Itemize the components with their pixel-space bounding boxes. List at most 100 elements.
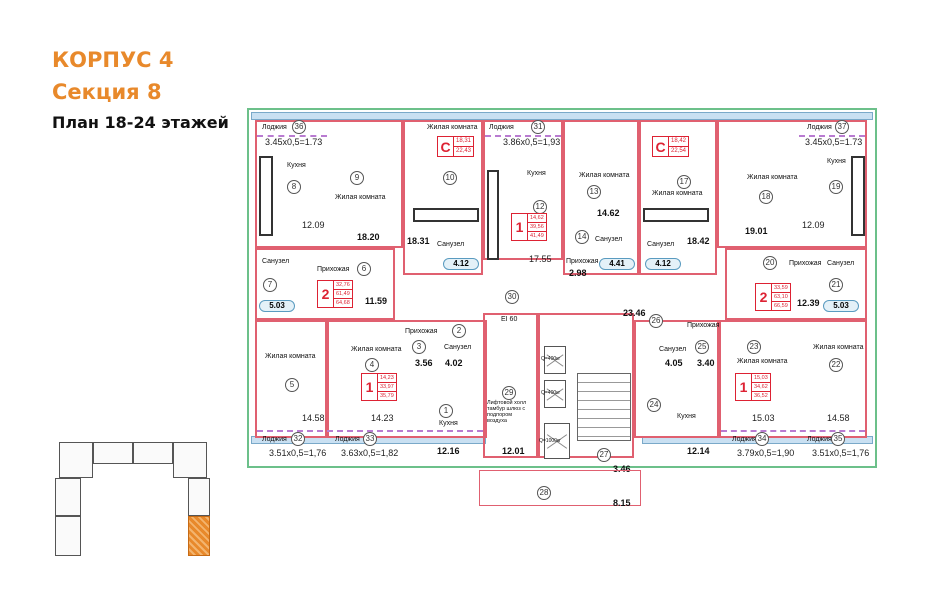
key-plan-section xyxy=(55,478,81,516)
key-plan-section xyxy=(55,516,81,556)
apartment-badge: 1 14,23 33,97 35,79 xyxy=(361,373,397,401)
wall xyxy=(483,120,563,260)
room-area: 3.56 xyxy=(415,358,433,368)
room-label: Жилая комната xyxy=(265,353,316,360)
entrance-vestibule xyxy=(479,470,641,506)
room-area: 14.58 xyxy=(827,413,850,423)
wall xyxy=(639,120,717,275)
room-number: 29 xyxy=(502,386,516,400)
wall xyxy=(255,248,395,320)
loggia-label: Лоджия xyxy=(807,124,832,131)
room-number: 17 xyxy=(677,175,691,189)
room-label: Прихожая xyxy=(566,258,599,265)
rooms-count: 2 xyxy=(318,281,334,307)
loggia-line xyxy=(257,135,327,137)
floor-plan: Лоджия 36 3.45x0,5=1.73 Кухня 8 12.09 Жи… xyxy=(247,108,877,508)
room-number: 31 xyxy=(531,120,545,134)
apartment-badge: 1 14,62 39,56 41,49 xyxy=(511,213,547,241)
room-label: Санузел xyxy=(647,241,675,248)
loggia-label: Лоджия xyxy=(489,124,514,131)
loggia-line xyxy=(257,430,483,432)
loggia-area: 3.51x0,5=1,76 xyxy=(812,448,870,458)
loggia-label: Лоджия xyxy=(807,436,832,443)
lift-capacity: Q=400кг xyxy=(541,356,561,362)
area-value: 63,10 xyxy=(772,294,790,302)
room-area: 12.39 xyxy=(797,298,820,308)
room-number: 8 xyxy=(287,180,301,194)
kitchen-counter xyxy=(643,208,709,222)
bath-area: 4.12 xyxy=(655,259,671,268)
lift-shaft xyxy=(544,380,566,408)
apartment-badge: 1 15,03 34,62 36,52 xyxy=(735,373,771,401)
loggia-label: Лоджия xyxy=(262,124,287,131)
room-label: Прихожая xyxy=(405,328,438,335)
area-value: 35,79 xyxy=(380,393,394,399)
rooms-count: 1 xyxy=(362,374,378,400)
loggia-area: 3.79x0,5=1,90 xyxy=(737,448,795,458)
area-value: 18,42 xyxy=(669,137,689,147)
key-plan-section xyxy=(59,442,93,478)
area-value: 34,62 xyxy=(752,384,770,392)
room-label: Санузел xyxy=(437,241,465,248)
bathtub: 4.12 xyxy=(443,258,479,270)
room-label: Прихожая xyxy=(789,260,822,267)
room-number: 19 xyxy=(829,180,843,194)
key-plan-section xyxy=(133,442,173,464)
room-label: Жилая комната xyxy=(737,358,788,365)
lift-capacity: Q=400кг xyxy=(541,390,561,396)
room-area: 3.40 xyxy=(697,358,715,368)
room-area: 12.09 xyxy=(802,220,825,230)
area-value: 18,31 xyxy=(454,137,474,147)
room-area: 18.20 xyxy=(357,232,380,242)
room-area: 18.42 xyxy=(687,236,710,246)
wall xyxy=(483,313,538,458)
staircase xyxy=(577,373,631,441)
room-number: 23 xyxy=(747,340,761,354)
room-area: 14.62 xyxy=(597,208,620,218)
wall xyxy=(327,320,487,438)
key-plan xyxy=(55,440,215,560)
room-area: 17.55 xyxy=(529,254,552,264)
area-value: 39,56 xyxy=(528,224,546,232)
room-number: 22 xyxy=(829,358,843,372)
room-number: 28 xyxy=(537,486,551,500)
room-area: 14.23 xyxy=(371,413,394,423)
lift-hall-label: Лифтовой холл тамбур шлюз с подпором воз… xyxy=(487,400,527,424)
key-plan-section xyxy=(188,478,210,516)
loggia-line xyxy=(485,135,561,137)
apartment-badge: 2 32,76 61,49 64,68 xyxy=(317,280,353,308)
loggia-label: Лоджия xyxy=(732,436,757,443)
room-number: 30 xyxy=(505,290,519,304)
wall xyxy=(725,248,867,320)
room-area: 4.05 xyxy=(665,358,683,368)
section-title: Секция 8 xyxy=(52,80,162,104)
area-value: 32,76 xyxy=(334,282,352,290)
room-label: Кухня xyxy=(677,413,696,420)
room-label: Кухня xyxy=(527,170,546,177)
room-number: 10 xyxy=(443,171,457,185)
room-area: 19.01 xyxy=(745,226,768,236)
room-label: Кухня xyxy=(439,420,458,427)
kitchen-counter xyxy=(851,156,865,236)
lift-shaft xyxy=(544,346,566,374)
area-value: 14,23 xyxy=(378,375,396,383)
wall xyxy=(563,120,639,275)
apartment-badge: C 18,31 22,43 xyxy=(437,136,475,157)
loggia-line xyxy=(799,135,865,137)
room-area: 12.14 xyxy=(687,446,710,456)
bath-area: 5.03 xyxy=(833,301,849,310)
floor-plan-title: План 18-24 этажей xyxy=(52,113,229,132)
room-number: 5 xyxy=(285,378,299,392)
room-number: 34 xyxy=(755,432,769,446)
wall xyxy=(634,320,719,438)
bath-area: 4.12 xyxy=(453,259,469,268)
room-area: 12.09 xyxy=(302,220,325,230)
room-number: 25 xyxy=(695,340,709,354)
loggia-label: Лоджия xyxy=(335,436,360,443)
apartment-badge: C 18,42 22,54 xyxy=(652,136,690,157)
room-number: 1 xyxy=(439,404,453,418)
loggia-area: 3.45x0,5=1.73 xyxy=(805,137,863,147)
room-area: 23.46 xyxy=(623,308,646,318)
apartment-badge: 2 33,59 63,10 66,59 xyxy=(755,283,791,311)
wall xyxy=(719,320,867,438)
